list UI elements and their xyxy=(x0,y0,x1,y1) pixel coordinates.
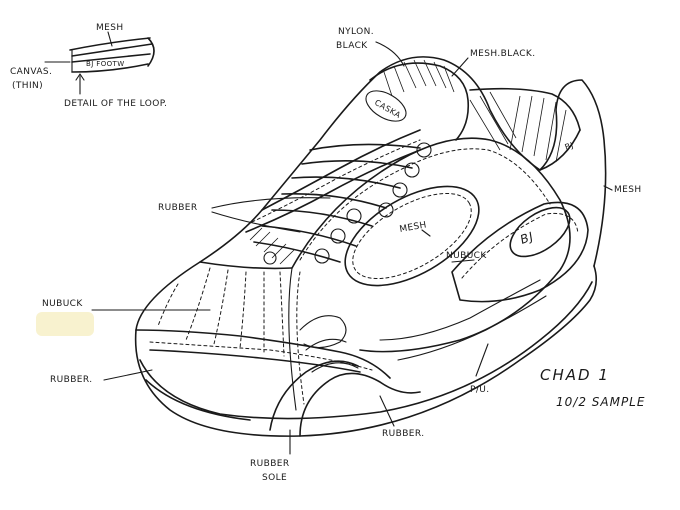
side-logo: BJ xyxy=(518,229,536,247)
loop-detail-drawing xyxy=(44,31,155,95)
mesh-black-label: MESH.BLACK. xyxy=(470,49,535,59)
sample-label: 10/2 SAMPLE xyxy=(556,395,645,409)
rubber-sole-label-2: SOLE xyxy=(262,473,287,483)
detail-canvas-label: CANVAS. xyxy=(10,67,52,77)
detail-caption: DETAIL OF THE LOOP. xyxy=(64,99,167,109)
black-label: BLACK xyxy=(336,41,368,51)
tongue-logo: CASKA xyxy=(373,98,402,120)
rubber-bottom-label: RUBBER. xyxy=(382,429,424,439)
rubber-sole-label-1: RUBBER xyxy=(250,459,290,469)
rubber-upper-label: RUBBER xyxy=(158,203,198,213)
chad-title: CHAD 1 xyxy=(540,366,610,384)
nubuck-mid-label: NUBUCK xyxy=(446,251,487,261)
nylon-label: NYLON. xyxy=(338,27,374,37)
heel-logo: BJ xyxy=(564,140,575,151)
detail-logo-text: BJ FOOTW xyxy=(86,60,125,68)
paper-stain xyxy=(36,312,94,336)
leader-lines xyxy=(91,41,613,455)
detail-mesh-label: MESH xyxy=(96,23,124,33)
mesh-center-label: MESH xyxy=(399,220,428,235)
mesh-right-label: MESH xyxy=(614,185,642,195)
pu-label: P/U. xyxy=(470,385,490,395)
shoe-outline xyxy=(134,56,607,437)
rubber-left-label: RUBBER. xyxy=(50,375,92,385)
detail-thin-label: (THIN) xyxy=(12,81,43,91)
nubuck-left-label: NUBUCK xyxy=(42,299,83,309)
